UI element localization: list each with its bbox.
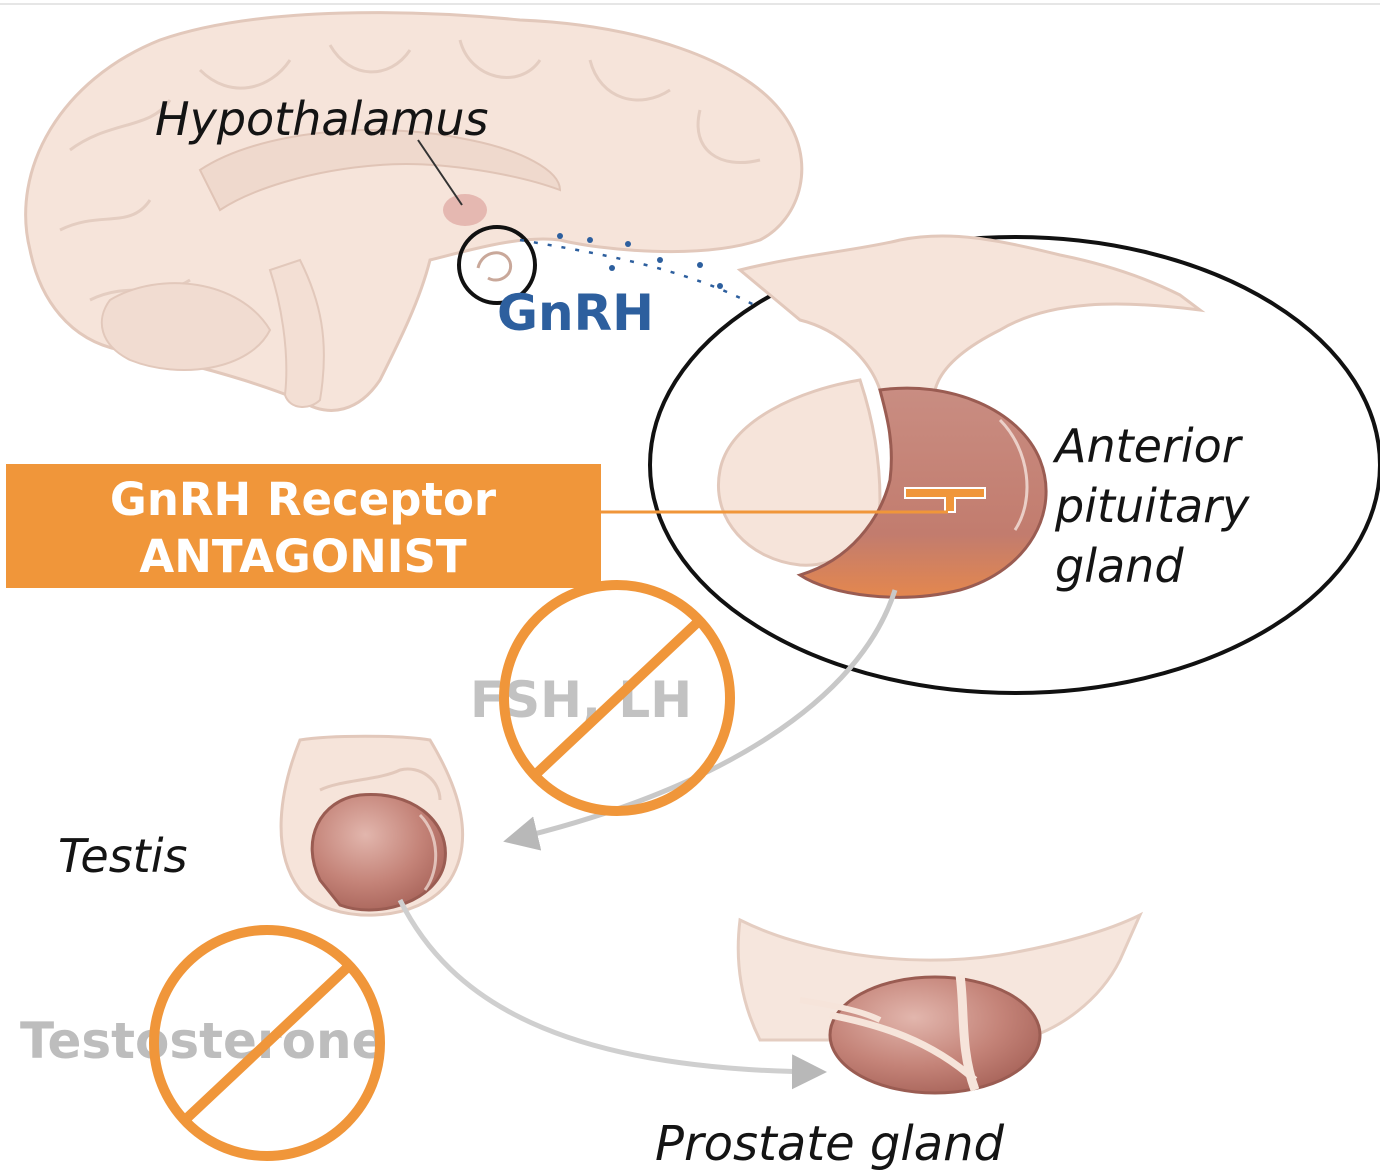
- antagonist-title: GnRH Receptor: [110, 473, 497, 526]
- testosterone-label: Testosterone: [20, 1012, 385, 1070]
- pituitary-zoom: [650, 236, 1380, 693]
- antagonist-subtitle: ANTAGONIST: [139, 530, 467, 583]
- anterior-pituitary-label-3: gland: [1055, 539, 1184, 593]
- prostate-label: Prostate gland: [655, 1116, 1005, 1172]
- anterior-pituitary-label-2: pituitary: [1054, 479, 1250, 533]
- anterior-pituitary-label-1: Anterior: [1052, 419, 1244, 473]
- brain-illustration: [26, 13, 802, 411]
- prostate-illustration: [738, 915, 1140, 1093]
- testis-illustration: [281, 736, 463, 915]
- hypothalamus-label: Hypothalamus: [155, 92, 488, 146]
- gnrh-label: GnRH: [497, 284, 654, 342]
- testis-label: Testis: [58, 829, 187, 883]
